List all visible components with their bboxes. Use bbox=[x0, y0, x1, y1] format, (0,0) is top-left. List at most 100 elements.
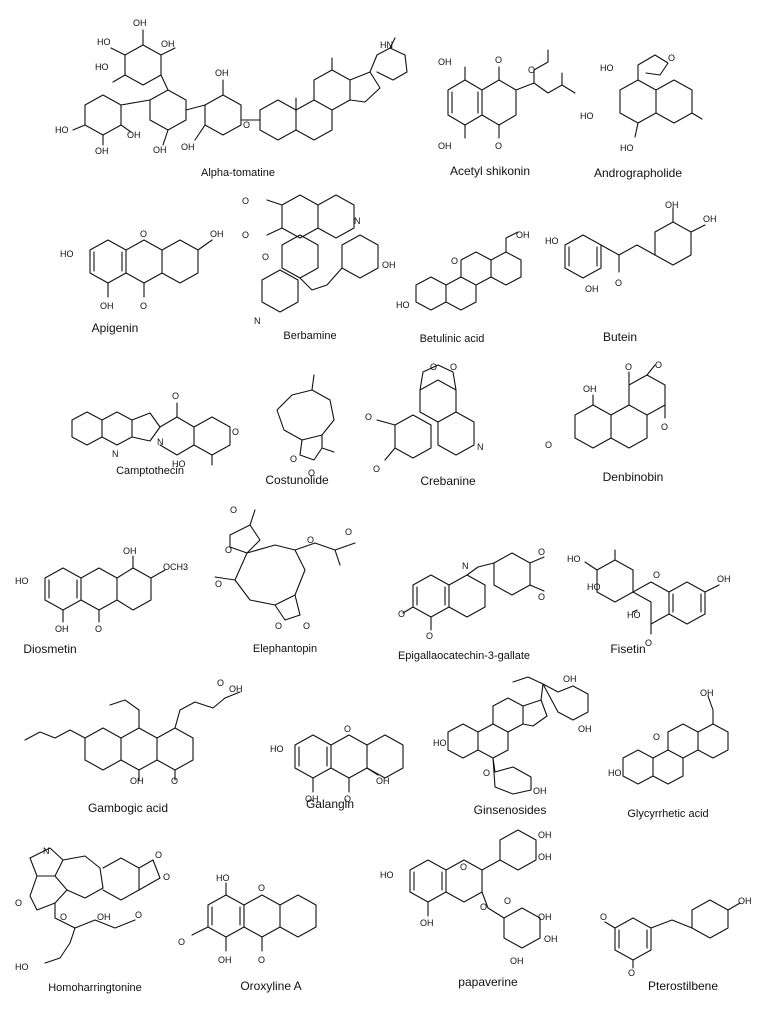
svg-text:O: O bbox=[140, 301, 147, 311]
svg-text:O: O bbox=[450, 362, 457, 372]
svg-text:O: O bbox=[365, 412, 372, 422]
svg-text:O: O bbox=[275, 621, 282, 631]
apigenin-drawing: HO OH O O OH bbox=[60, 229, 224, 311]
svg-text:O: O bbox=[545, 440, 552, 450]
svg-text:HO: HO bbox=[95, 62, 109, 72]
costunolide-drawing: O O bbox=[276, 374, 335, 478]
diosmetin-drawing: HO OH OCH3 OH O bbox=[15, 546, 188, 634]
acetyl-shikonin-drawing: OH OH O O O bbox=[438, 49, 576, 151]
glycyrrhetic-acid-drawing: OH O HO bbox=[608, 688, 729, 785]
svg-text:O: O bbox=[163, 872, 170, 882]
svg-text:O: O bbox=[95, 624, 102, 634]
pterostilbene-drawing: O O OH bbox=[600, 896, 752, 978]
svg-text:OH: OH bbox=[133, 18, 147, 28]
svg-text:O: O bbox=[625, 362, 632, 372]
svg-text:OH: OH bbox=[738, 896, 752, 906]
andrographolide-drawing: HO O HO HO bbox=[580, 53, 703, 153]
svg-text:OH: OH bbox=[95, 146, 109, 156]
structure-acetyl-shikonin: OH OH O O O bbox=[430, 45, 580, 160]
structure-camptothecin: N N O O HO bbox=[62, 385, 247, 470]
structure-oroxyline-a: HO O OH O O bbox=[178, 873, 353, 970]
svg-text:O: O bbox=[60, 912, 67, 922]
svg-text:O: O bbox=[171, 776, 178, 786]
svg-text:OH: OH bbox=[700, 688, 714, 698]
structure-butein: HO OH O OH OH bbox=[545, 200, 735, 300]
structure-crebanine: O O O O N bbox=[365, 360, 515, 475]
svg-text:O: O bbox=[628, 968, 635, 978]
svg-text:OH: OH bbox=[181, 142, 195, 152]
svg-text:O: O bbox=[430, 362, 437, 372]
svg-text:OH: OH bbox=[210, 229, 224, 239]
svg-text:HO: HO bbox=[60, 249, 74, 259]
svg-text:O: O bbox=[258, 883, 265, 893]
svg-text:O: O bbox=[645, 638, 652, 648]
svg-text:O: O bbox=[600, 912, 607, 922]
structure-denbinobin: OH O O O O bbox=[545, 360, 695, 460]
caption-crebanine: Crebanine bbox=[420, 474, 476, 488]
svg-text:O: O bbox=[242, 230, 249, 240]
svg-text:O: O bbox=[504, 896, 511, 906]
ginsenosides-drawing: HO OH OH OH O bbox=[433, 674, 592, 796]
svg-text:HO: HO bbox=[580, 111, 594, 121]
svg-text:N: N bbox=[112, 449, 119, 459]
svg-text:O: O bbox=[480, 902, 487, 912]
caption-papaverine: papaverine bbox=[458, 975, 518, 989]
caption-glycyrrhetic-acid: Glycyrrhetic acid bbox=[627, 808, 709, 820]
galangin-drawing: HO OH O OH O bbox=[270, 724, 404, 804]
caption-epigallocatechin: Epigallaocatechin-3-gallate bbox=[397, 650, 531, 662]
svg-text:O: O bbox=[653, 570, 660, 580]
svg-text:OH: OH bbox=[376, 776, 390, 786]
svg-text:OH: OH bbox=[382, 260, 396, 270]
svg-text:OH: OH bbox=[578, 724, 592, 734]
svg-text:OH: OH bbox=[585, 284, 599, 294]
crebanine-drawing: O O O O N bbox=[365, 362, 484, 474]
svg-text:HN: HN bbox=[380, 40, 393, 50]
svg-text:O: O bbox=[653, 732, 660, 742]
svg-text:O: O bbox=[242, 196, 249, 206]
svg-text:O: O bbox=[398, 609, 405, 619]
svg-text:OH: OH bbox=[538, 912, 552, 922]
svg-text:O: O bbox=[528, 65, 535, 75]
svg-text:O: O bbox=[15, 898, 22, 908]
berbamine-drawing: O O N O OH N bbox=[242, 194, 396, 326]
svg-text:OH: OH bbox=[218, 955, 232, 965]
svg-text:O: O bbox=[178, 937, 185, 947]
caption-alpha-tomatine: Alpha-tomatine bbox=[201, 167, 275, 179]
svg-text:O: O bbox=[303, 621, 310, 631]
caption-galangin: Galangin bbox=[305, 797, 355, 811]
structure-epigallocatechin: N O O O O bbox=[398, 545, 558, 641]
structure-andrographolide: HO O HO HO bbox=[580, 35, 710, 160]
svg-text:O: O bbox=[344, 724, 351, 734]
svg-text:OH: OH bbox=[153, 145, 167, 155]
svg-text:O: O bbox=[140, 229, 147, 239]
structure-pterostilbene: O O OH bbox=[600, 896, 760, 978]
svg-text:O: O bbox=[460, 862, 467, 872]
gambogic-acid-drawing: OH O OH O bbox=[24, 678, 243, 786]
caption-andrographolide: Andrographolide bbox=[593, 166, 683, 180]
caption-butein: Butein bbox=[602, 330, 638, 344]
oroxyline-a-drawing: HO O OH O O bbox=[178, 873, 317, 965]
svg-text:OH: OH bbox=[100, 301, 114, 311]
svg-text:HO: HO bbox=[55, 125, 69, 135]
caption-elephantopin: Elephantopin bbox=[252, 643, 318, 655]
svg-text:OH: OH bbox=[97, 912, 111, 922]
structure-apigenin: HO OH O O OH bbox=[60, 225, 230, 315]
fisetin-drawing: HO HO HO O O OH bbox=[567, 549, 731, 648]
svg-text:O: O bbox=[373, 464, 380, 474]
alpha-tomatine-drawing: HO OH OH HO HO OH OH OH OH OH O HN bbox=[55, 18, 408, 156]
svg-text:OH: OH bbox=[420, 918, 434, 928]
svg-text:HO: HO bbox=[396, 300, 410, 310]
svg-text:HO: HO bbox=[270, 744, 284, 754]
caption-oroxyline-a: Oroxyline A bbox=[240, 979, 302, 993]
structure-papaverine: HO OH O O O OH OH OH OH OH bbox=[380, 829, 565, 970]
svg-text:O: O bbox=[483, 768, 490, 778]
structure-glycyrrhetic-acid: OH O HO bbox=[608, 688, 738, 798]
caption-denbinobin: Denbinobin bbox=[602, 470, 664, 484]
svg-text:O: O bbox=[172, 391, 179, 401]
caption-berbamine: Berbamine bbox=[283, 330, 337, 342]
svg-text:OH: OH bbox=[538, 830, 552, 840]
svg-text:HO: HO bbox=[608, 768, 622, 778]
svg-text:HO: HO bbox=[216, 873, 230, 883]
svg-text:O: O bbox=[538, 592, 545, 602]
